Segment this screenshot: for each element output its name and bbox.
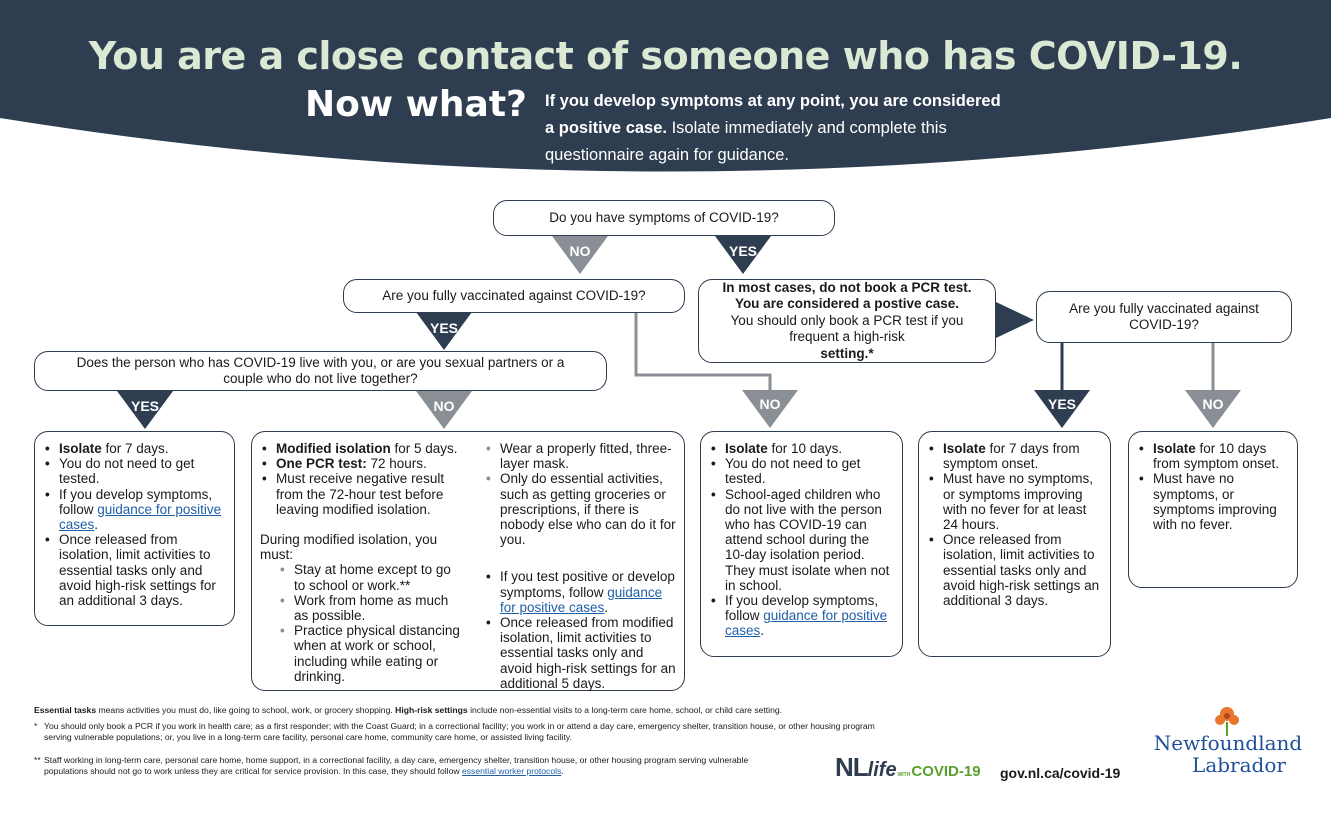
question-vaccinated-left-text: Are you fully vaccinated against COVID-1… bbox=[382, 288, 646, 303]
outcome-a-item: Isolate for 7 days. bbox=[43, 441, 224, 456]
outcome-a-item: Once released from isolation, limit acti… bbox=[43, 532, 224, 608]
outcome-b-intro: During modified isolation, you must: bbox=[260, 532, 438, 563]
header-note-rest: Isolate immediately and complete this qu… bbox=[545, 119, 947, 164]
header-note-bold: If you develop symptoms at any point, yo… bbox=[545, 92, 1001, 137]
outcome-c-item: If you develop symptoms, follow guidance… bbox=[709, 593, 892, 639]
arrow-live-no bbox=[416, 391, 472, 429]
outcome-a-item: You do not need to get tested. bbox=[43, 456, 224, 486]
outcome-b-sub-item: Stay at home except to go to school or w… bbox=[278, 562, 465, 592]
outcome-e-item: Must have no symptoms, or symptoms impro… bbox=[1137, 471, 1287, 532]
outcome-b-item: If you test positive or develop symptoms… bbox=[484, 569, 679, 615]
arrow-vaccinated-no bbox=[742, 390, 798, 428]
pcr-note-line3-text: You should only book a PCR test if you f… bbox=[730, 312, 964, 345]
arrow-right-pcr bbox=[996, 302, 1034, 338]
question-vaccinated-right: Are you fully vaccinated against COVID-1… bbox=[1036, 291, 1292, 343]
arrow-symptoms-yes bbox=[715, 236, 771, 274]
outcome-isolate-7-days-onset: Isolate for 7 days from symptom onset. M… bbox=[918, 431, 1111, 657]
outcome-isolate-10-days-onset: Isolate for 10 days from symptom onset. … bbox=[1128, 431, 1298, 588]
label-symptoms-yes: YES bbox=[728, 243, 757, 259]
gov-logo-line1: Newfoundland bbox=[1153, 731, 1303, 755]
outcome-isolate-7-days: Isolate for 7 days. You do not need to g… bbox=[34, 431, 235, 626]
page-title: You are a close contact of someone who h… bbox=[88, 34, 1243, 78]
outcome-b-item: Once released from modified isolation, l… bbox=[484, 615, 679, 691]
footnote-staff-text: Staff working in long-term care, persona… bbox=[44, 755, 749, 776]
arrow-right-yes bbox=[1034, 390, 1090, 428]
outcome-b-item: Wear a properly fitted, three-layer mask… bbox=[484, 441, 679, 471]
outcome-b-sub-item: Practice physical distancing when at wor… bbox=[278, 623, 465, 684]
question-live-with: Does the person who has COVID-19 live wi… bbox=[34, 351, 607, 391]
page-subtitle-question: Now what? bbox=[305, 84, 527, 125]
label-symptoms-no: NO bbox=[569, 243, 591, 259]
nl-life-with-covid-logo: NLlifeWITHCOVID-19 bbox=[835, 752, 981, 783]
footnote-staff-end: . bbox=[561, 765, 564, 776]
essential-worker-link[interactable]: essential worker protocols bbox=[461, 765, 562, 776]
question-symptoms-text: Do you have symptoms of COVID-19? bbox=[549, 210, 779, 225]
footnote-pcr-text: You should only book a PCR if you work i… bbox=[44, 721, 875, 742]
outcome-c-item: Isolate for 10 days. bbox=[709, 441, 892, 456]
outcome-a-item: If you develop symptoms, follow guidance… bbox=[43, 487, 224, 533]
question-vaccinated-left: Are you fully vaccinated against COVID-1… bbox=[343, 279, 685, 313]
logo-covid: COVID-19 bbox=[911, 763, 981, 780]
guidance-link[interactable]: guidance for positive cases bbox=[500, 584, 663, 615]
outcome-d-item: Isolate for 7 days from symptom onset. bbox=[927, 441, 1100, 471]
outcome-b-sub-item: Work from home as much as possible. bbox=[278, 593, 465, 623]
outcome-d-item: Once released from isolation, limit acti… bbox=[927, 532, 1100, 608]
pcr-note-line1: In most cases, do not book a PCR test. bbox=[722, 279, 972, 295]
arrow-symptoms-no bbox=[552, 236, 608, 274]
arrow-right-no bbox=[1185, 390, 1241, 428]
connector-vaccinated-no bbox=[634, 312, 772, 390]
guidance-link[interactable]: guidance for positive cases bbox=[59, 501, 222, 533]
website-url[interactable]: gov.nl.ca/covid-19 bbox=[1000, 765, 1121, 781]
definitions-note: Essential tasks means activities you mus… bbox=[34, 705, 783, 715]
pcr-note-line2: You are considered a postive case. bbox=[734, 296, 960, 312]
footnote-staff: **Staff working in long-term care, perso… bbox=[34, 755, 774, 776]
outcome-b-right: Wear a properly fitted, three-layer mask… bbox=[484, 441, 679, 691]
header-banner bbox=[0, 0, 1331, 172]
pitcher-plant-icon bbox=[1215, 707, 1239, 736]
outcome-b-item: Must receive negative result from the 72… bbox=[260, 471, 465, 517]
outcome-b-item: Only do essential activities, such as ge… bbox=[484, 471, 679, 547]
footnote-pcr: * You should only book a PCR if you work … bbox=[34, 721, 884, 742]
outcome-b-left: Modified isolation for 5 days. One PCR t… bbox=[260, 441, 465, 684]
guidance-link[interactable]: guidance for positive cases bbox=[725, 608, 888, 639]
label-right-no: NO bbox=[1202, 396, 1224, 412]
outcome-c-item: You do not need to get tested. bbox=[709, 456, 892, 486]
question-live-with-text: Does the person who has COVID-19 live wi… bbox=[76, 355, 565, 386]
outcome-e-item: Isolate for 10 days from symptom onset. bbox=[1137, 441, 1287, 471]
header-note: If you develop symptoms at any point, yo… bbox=[545, 88, 1005, 169]
pcr-note-line3: You should only book a PCR test if you f… bbox=[709, 313, 985, 363]
label-right-yes: YES bbox=[1047, 396, 1076, 412]
outcome-isolate-10-days: Isolate for 10 days. You do not need to … bbox=[700, 431, 903, 657]
gov-logo-line2: Labrador bbox=[1192, 753, 1286, 777]
outcome-c-item: School-aged children who do not live wit… bbox=[709, 487, 892, 593]
outcome-modified-isolation: Modified isolation for 5 days. One PCR t… bbox=[251, 431, 685, 691]
footnote-pcr-mark: * bbox=[34, 721, 38, 731]
logo-life: life bbox=[867, 759, 897, 781]
arrow-live-yes bbox=[117, 391, 173, 429]
question-vaccinated-right-text: Are you fully vaccinated against COVID-1… bbox=[1069, 301, 1259, 332]
pcr-note-line3-bold: setting.* bbox=[820, 345, 874, 361]
outcome-b-item: One PCR test: 72 hours. bbox=[260, 456, 465, 471]
question-symptoms: Do you have symptoms of COVID-19? bbox=[493, 200, 835, 236]
label-live-no: NO bbox=[433, 398, 455, 414]
label-live-yes: YES bbox=[130, 398, 159, 414]
outcome-d-item: Must have no symptoms, or symptoms impro… bbox=[927, 471, 1100, 532]
arrow-vaccinated-yes bbox=[416, 312, 472, 350]
government-logo: Newfoundland Labrador bbox=[1148, 707, 1308, 777]
pcr-note-box: In most cases, do not book a PCR test. Y… bbox=[698, 279, 996, 363]
logo-nl: NL bbox=[835, 752, 869, 782]
footnote-staff-mark: ** bbox=[34, 755, 41, 765]
logo-with: WITH bbox=[897, 772, 911, 778]
label-vaccinated-no: NO bbox=[759, 396, 781, 412]
label-vaccinated-yes: YES bbox=[429, 320, 458, 336]
outcome-b-item: Modified isolation for 5 days. bbox=[260, 441, 465, 456]
